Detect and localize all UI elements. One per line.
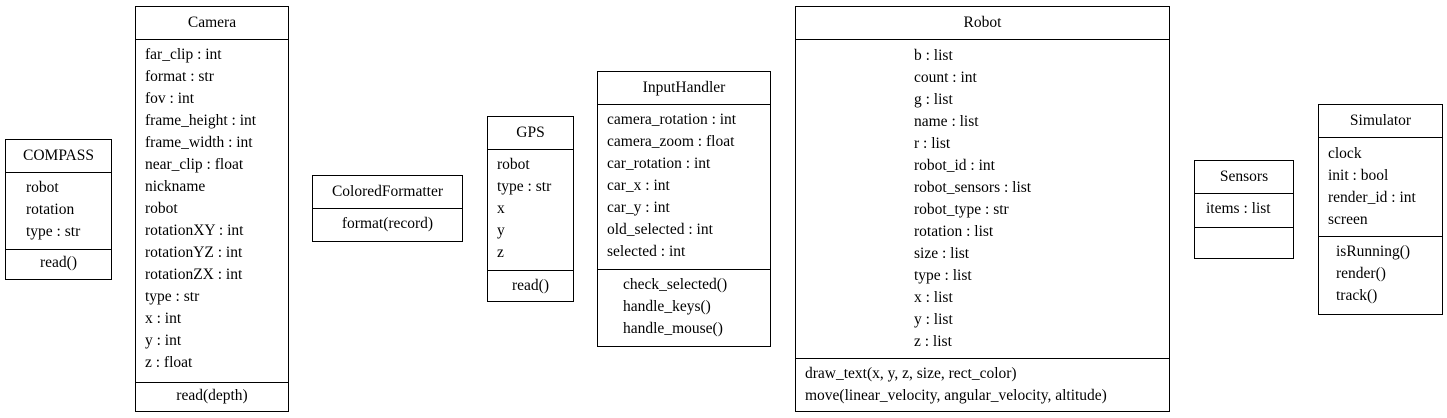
attribute: rotationYZ : int — [145, 244, 243, 261]
attribute: y — [497, 222, 505, 239]
operation: track() — [1336, 287, 1378, 304]
attribute: selected : int — [607, 243, 686, 260]
attribute: size : list — [914, 245, 970, 262]
attribute: rotationZX : int — [145, 266, 243, 283]
attribute: robot — [497, 156, 530, 173]
class-robot: Robot b : list count : int g : list name… — [795, 6, 1170, 412]
class-simulator: Simulator clock init : bool render_id : … — [1318, 104, 1443, 315]
class-sensors: Sensors items : list — [1194, 160, 1294, 259]
attribute: y : int — [145, 332, 182, 349]
attribute: robot — [26, 179, 59, 196]
attribute: nickname — [145, 178, 206, 195]
attribute: render_id : int — [1328, 189, 1416, 206]
attributes-section: b : list count : int g : list name : lis… — [796, 40, 1169, 358]
operation: read(depth) — [176, 387, 248, 404]
attribute: rotation — [26, 201, 75, 218]
attribute: r : list — [914, 135, 951, 152]
attribute: z : list — [914, 333, 952, 350]
attribute: rotationXY : int — [145, 222, 244, 239]
attribute: car_y : int — [607, 199, 670, 216]
attribute: clock — [1328, 145, 1362, 162]
class-name: InputHandler — [598, 72, 770, 105]
attribute: camera_rotation : int — [607, 111, 737, 128]
attribute: screen — [1328, 211, 1368, 228]
attribute: g : list — [914, 91, 953, 108]
class-name: COMPASS — [6, 140, 111, 173]
operation: draw_text(x, y, z, size, rect_color) — [805, 365, 1017, 382]
attribute: init : bool — [1328, 167, 1389, 184]
attributes-section: clock init : bool render_id : int screen — [1319, 138, 1442, 236]
attribute: x — [497, 200, 505, 217]
attribute: y : list — [914, 311, 953, 328]
operation: read() — [40, 254, 77, 271]
attribute: z : float — [145, 354, 193, 371]
attribute: name : list — [914, 113, 979, 130]
operation: check_selected() — [623, 276, 728, 293]
attribute: old_selected : int — [607, 221, 713, 238]
attribute: count : int — [914, 69, 977, 86]
attribute: x : list — [914, 289, 953, 306]
attributes-section: camera_rotation : int camera_zoom : floa… — [598, 105, 770, 269]
class-coloredformatter: ColoredFormatter format(record) — [312, 175, 463, 242]
attributes-section: items : list — [1195, 194, 1293, 227]
operation: read() — [512, 277, 549, 294]
attribute: far_clip : int — [145, 46, 222, 63]
attribute: type : str — [26, 223, 81, 240]
operation: render() — [1336, 265, 1386, 282]
attribute: robot_id : int — [914, 157, 995, 174]
class-name: Simulator — [1319, 105, 1442, 138]
class-compass: COMPASS robot rotation type : str read() — [5, 139, 112, 280]
attribute: car_rotation : int — [607, 155, 711, 172]
class-inputhandler: InputHandler camera_rotation : int camer… — [597, 71, 771, 347]
class-gps: GPS robot type : str x y z read() — [487, 116, 574, 302]
attribute: x : int — [145, 310, 182, 327]
operations-section: isRunning() render() track() — [1319, 236, 1442, 307]
operation: isRunning() — [1336, 243, 1411, 260]
operations-section: read() — [6, 249, 111, 274]
attribute: type : list — [914, 267, 972, 284]
class-camera: Camera far_clip : int format : str fov :… — [135, 6, 289, 412]
attribute: robot_type : str — [914, 201, 1009, 218]
attribute: frame_height : int — [145, 112, 257, 129]
attribute: fov : int — [145, 90, 195, 107]
attribute: z — [497, 244, 504, 261]
operation: move(linear_velocity, angular_velocity, … — [805, 387, 1107, 404]
operation: handle_mouse() — [623, 320, 723, 337]
operations-section: check_selected() handle_keys() handle_mo… — [598, 269, 770, 340]
attribute: b : list — [914, 47, 953, 64]
attribute: camera_zoom : float — [607, 133, 735, 150]
attributes-section: robot rotation type : str — [6, 173, 111, 249]
class-name: Robot — [796, 7, 1169, 40]
class-name: Camera — [136, 7, 288, 40]
class-name: GPS — [488, 117, 573, 150]
attribute: rotation : list — [914, 223, 994, 240]
operations-section: read() — [488, 270, 573, 297]
attribute: items : list — [1206, 200, 1271, 217]
operation: handle_keys() — [623, 298, 711, 315]
class-name: ColoredFormatter — [313, 176, 462, 209]
attributes-section: robot type : str x y z — [488, 150, 573, 270]
operation: format(record) — [341, 215, 434, 232]
attribute: type : str — [497, 178, 552, 195]
class-name: Sensors — [1195, 161, 1293, 194]
attribute: robot_sensors : list — [914, 179, 1032, 196]
attribute: car_x : int — [607, 177, 670, 194]
attribute: type : str — [145, 288, 200, 305]
attribute: format : str — [145, 68, 214, 85]
operations-section: format(record) — [313, 209, 462, 235]
operations-section: read(depth) — [136, 382, 288, 407]
attribute: near_clip : float — [145, 156, 244, 173]
operations-section: draw_text(x, y, z, size, rect_color) mov… — [796, 358, 1169, 407]
attribute: robot — [145, 200, 178, 217]
operations-section — [1195, 227, 1293, 228]
attributes-section: far_clip : int format : str fov : int fr… — [136, 40, 288, 382]
attribute: frame_width : int — [145, 134, 253, 151]
